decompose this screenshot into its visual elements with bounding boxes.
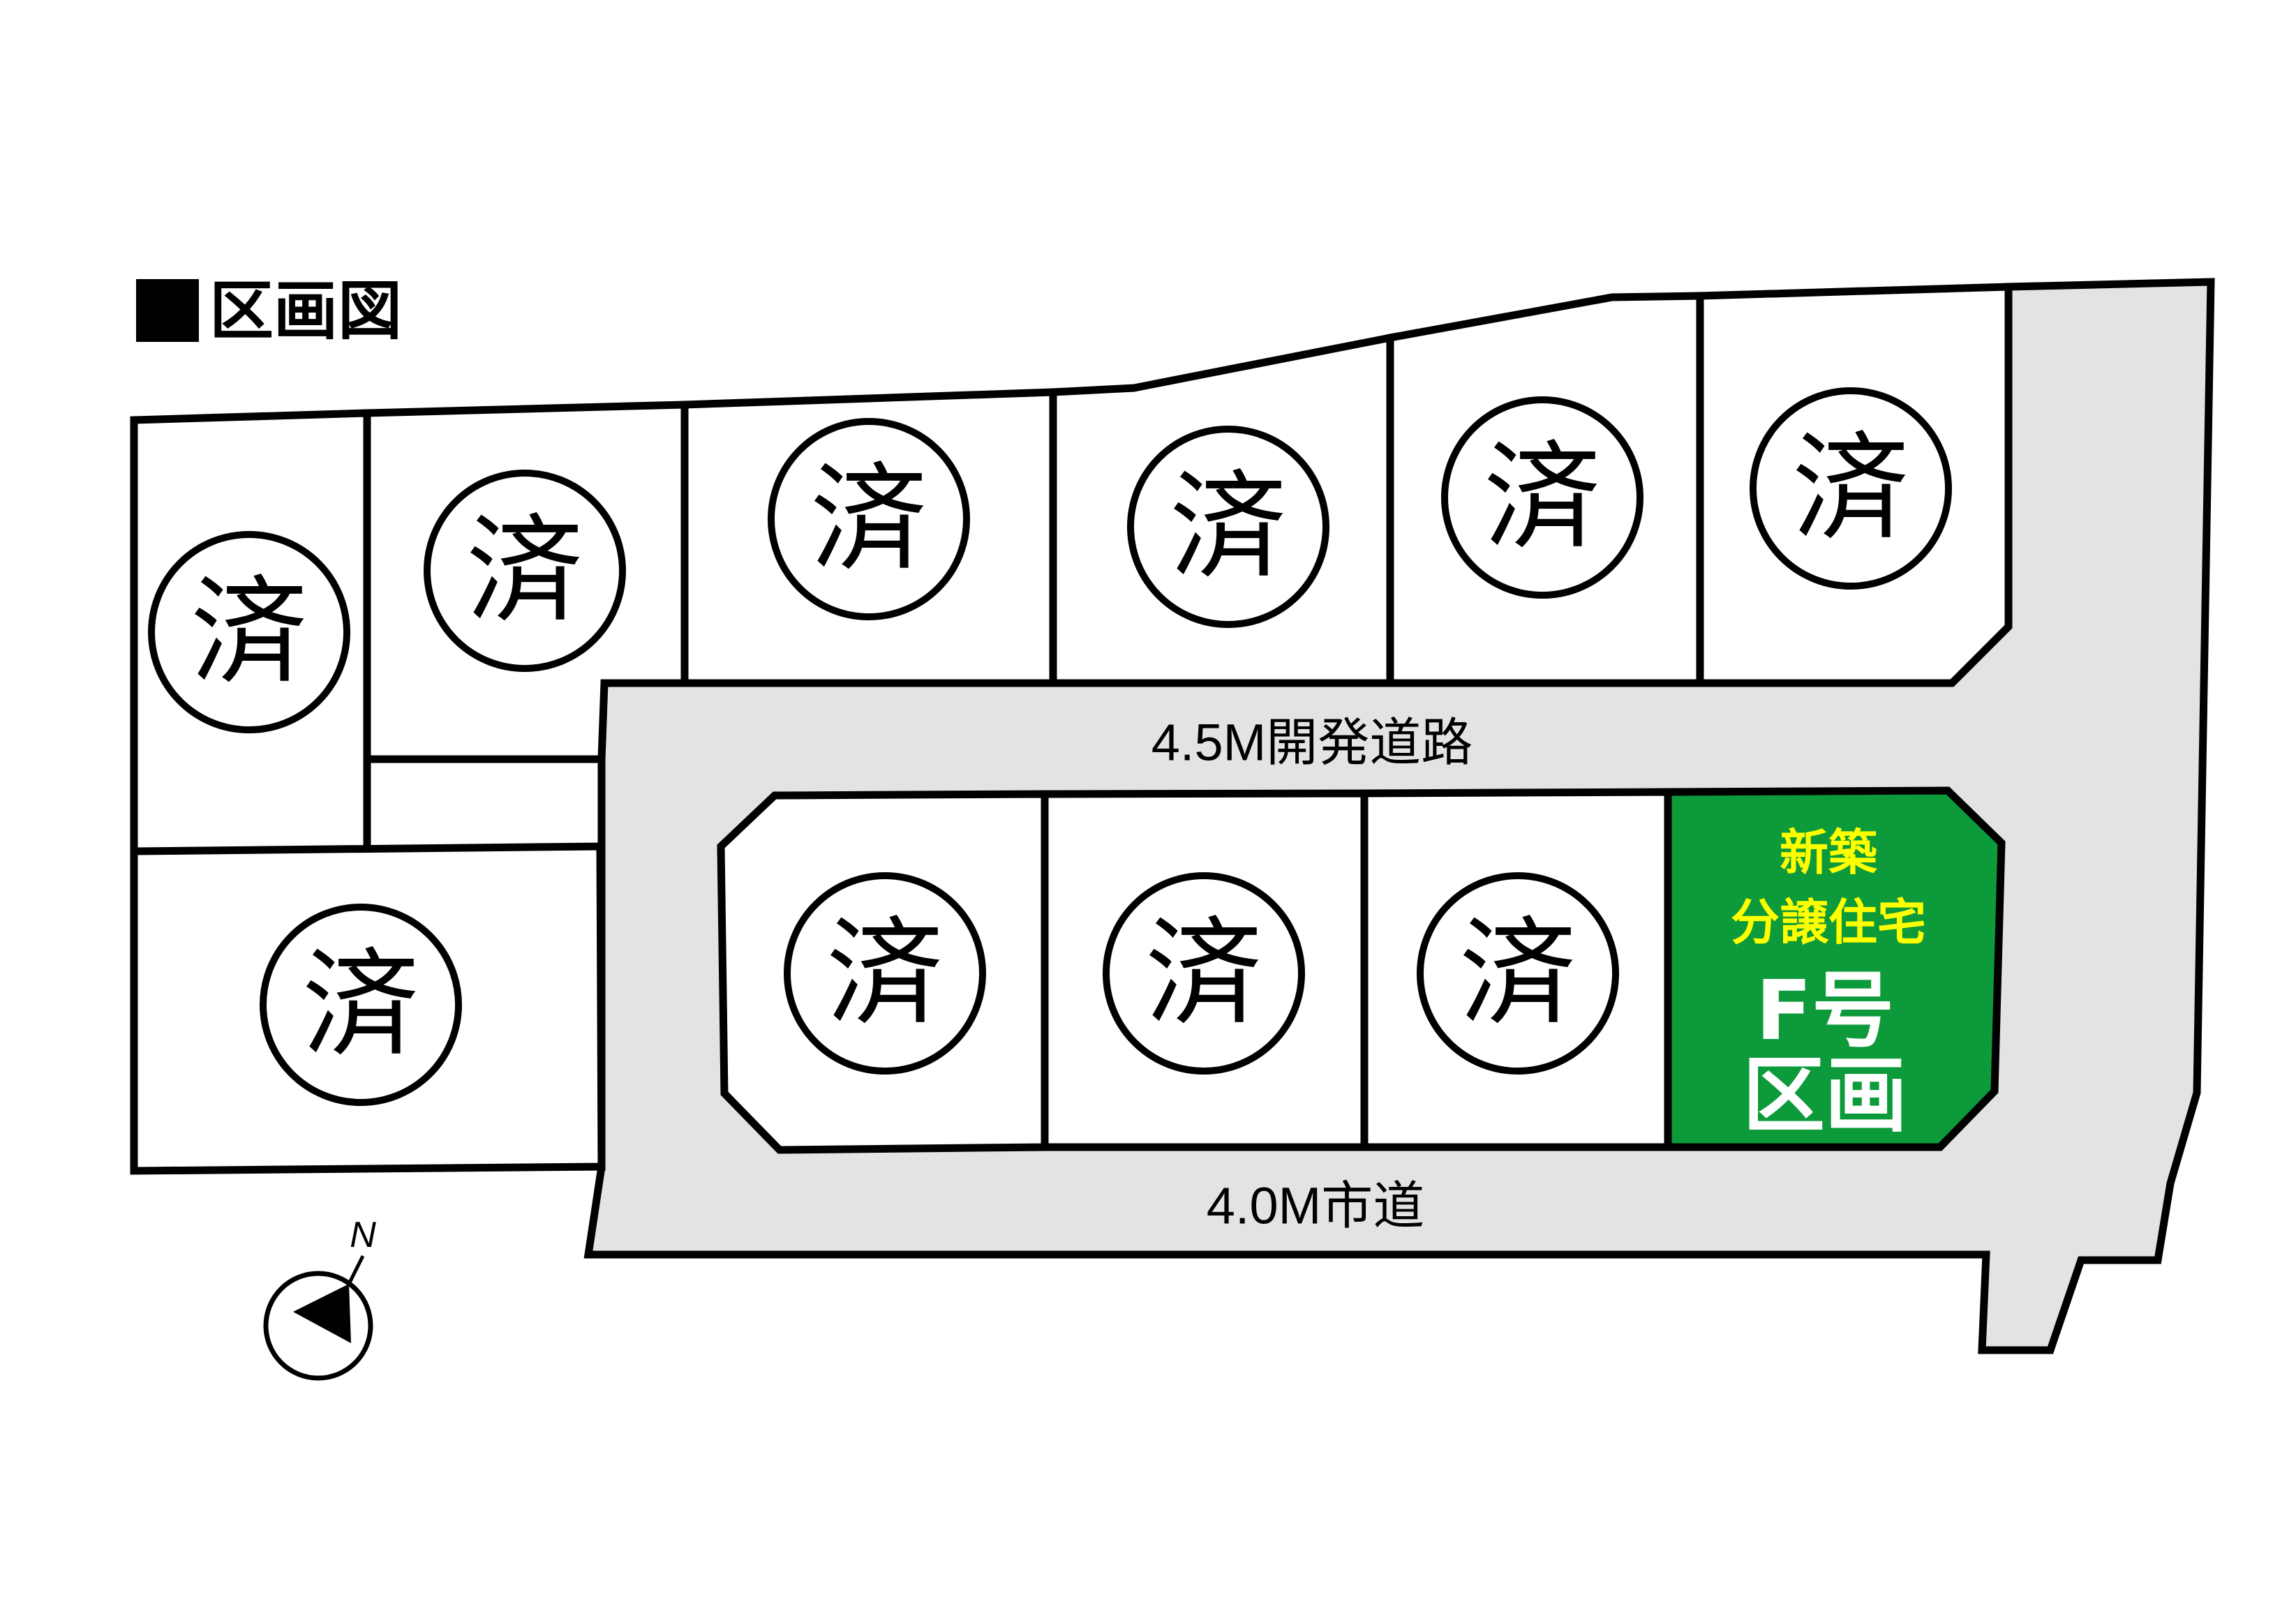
sold-marker-lot-2: 済 [424,470,626,672]
north-compass-icon: N [263,1215,376,1381]
sold-label: 済 [1145,905,1262,1042]
sold-marker-lot-8: 済 [784,872,986,1075]
north-arrow-icon [293,1284,351,1343]
sold-label: 済 [302,936,419,1073]
featured-line-3: F号 [1756,962,1895,1059]
sold-marker-lot-4: 済 [1127,426,1329,628]
featured-lot-text: 新築 分譲住宅 F号 区画 [1731,824,1926,1144]
title-text: 区画図 [209,274,402,349]
city-road-label: 4.0M市道 [1207,1177,1425,1235]
development-road-label: 4.5M開発道路 [1151,714,1473,772]
sold-marker-lot-6: 済 [1750,387,1952,590]
sold-marker-lot-9: 済 [1103,872,1305,1075]
sold-label: 済 [1484,429,1601,566]
sold-label: 済 [191,564,308,701]
sold-label: 済 [826,905,944,1042]
sold-marker-lot-3: 済 [768,418,970,620]
featured-line-4: 区画 [1743,1047,1907,1144]
sold-marker-lot-1: 済 [148,531,350,733]
sold-label: 済 [1170,458,1287,595]
sold-label: 済 [1459,905,1576,1042]
sold-markers: 済 済 済 済 済 済 済 済 [148,387,1952,1106]
featured-line-1: 新築 [1780,824,1878,881]
sold-marker-lot-5: 済 [1441,396,1643,599]
featured-line-2: 分譲住宅 [1731,894,1926,951]
north-label: N [350,1215,376,1255]
title-square-icon [136,279,199,342]
lot-featured-f[interactable] [1664,786,2006,1151]
sold-label: 済 [810,451,927,588]
plan-title: 区画図 [136,274,402,349]
sold-marker-lot-10: 済 [1417,872,1619,1075]
sold-label: 済 [466,502,583,639]
sold-marker-lot-7: 済 [260,904,462,1106]
sold-label: 済 [1792,420,1909,557]
